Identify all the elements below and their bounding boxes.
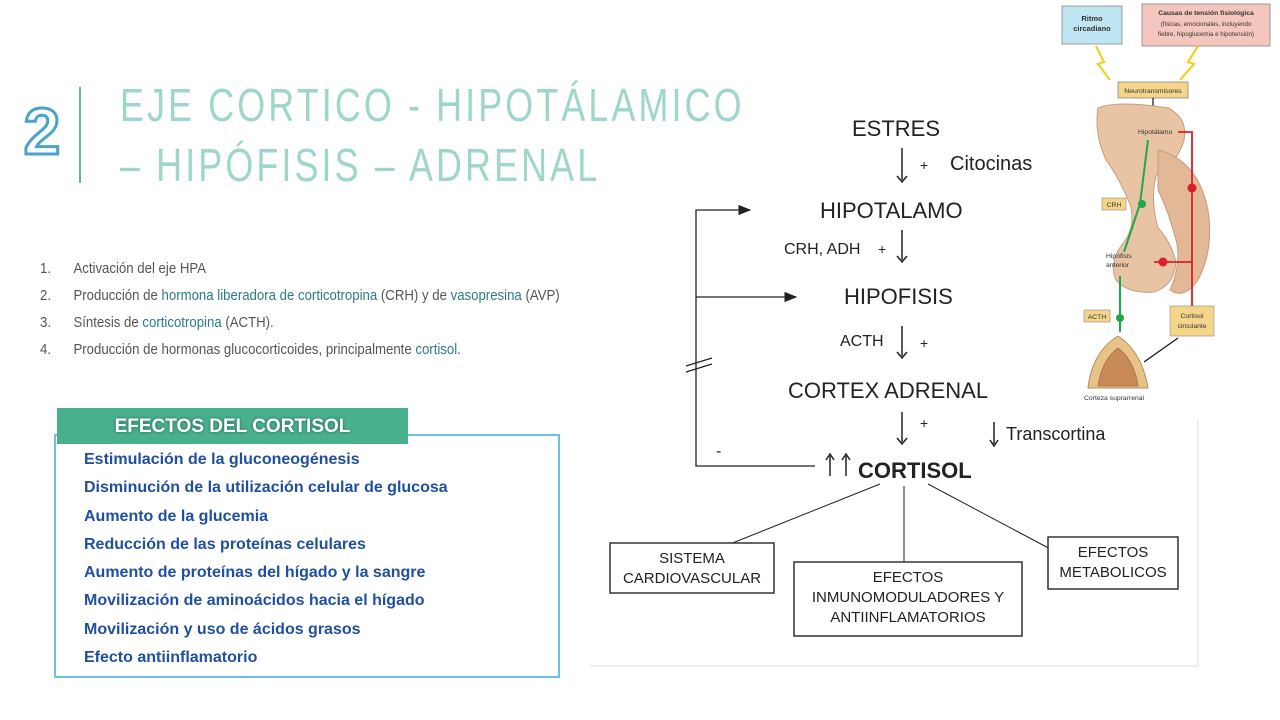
box-metabolicos-line-2: METABOLICOS — [1059, 564, 1166, 581]
node-hipofisis: HIPOFISIS — [844, 284, 953, 309]
box-cardiovascular-line-1: SISTEMA — [659, 550, 725, 567]
box-metabolicos — [1047, 536, 1179, 590]
effects-header: EFECTOS DEL CORTISOL — [57, 408, 408, 444]
label-acth: ACTH — [1088, 314, 1107, 321]
crh-label-box — [1101, 197, 1127, 211]
plus-sign: + — [920, 335, 928, 351]
arrowhead — [896, 351, 908, 360]
label-crh: CRH — [1107, 202, 1122, 209]
label-hipofisis-1: Hipófisis — [1106, 253, 1132, 260]
feedback-line-hipotalamo — [695, 204, 815, 467]
acth-label-box — [1083, 309, 1111, 323]
box-metabolicos-line-1: EFECTOS — [1078, 544, 1149, 561]
title-divider — [79, 87, 81, 183]
list-item: Efecto antiinflamatorio — [84, 649, 258, 667]
break-mark — [685, 357, 713, 367]
effects-list: Estimulación de la gluconeogénesis Dismi… — [84, 446, 448, 672]
branch-line — [927, 483, 1057, 553]
list-item: 4.Producción de hormonas glucocorticoide… — [40, 341, 461, 358]
steps-list: 1.Activación del eje HPA 2.Producción de… — [40, 255, 680, 363]
lightning-icon — [1095, 45, 1111, 81]
arrowhead — [989, 439, 999, 448]
label-citocinas: Citocinas — [950, 153, 1032, 175]
ritmo-circadiano-box — [1061, 5, 1123, 45]
label-cortisol-1: Cortisol — [1180, 313, 1204, 320]
plus-icon — [1116, 314, 1124, 322]
list-item: Reducción de las proteínas celulares — [84, 535, 366, 553]
box-cardiovascular-line-2: CARDIOVASCULAR — [623, 570, 761, 587]
lightning-icon — [1179, 45, 1199, 81]
list-item: 1.Activación del eje HPA — [40, 260, 207, 277]
hpa-anatomy-figure: Ritmo circadiano Causas de tensión fisio… — [1061, 3, 1271, 402]
node-estres: ESTRES — [852, 116, 940, 141]
highlight-avp: vasopresina — [450, 287, 522, 304]
ritmo-line-2: circadiano — [1073, 24, 1111, 33]
box-inmuno-line-3: ANTIINFLAMATORIOS — [830, 609, 985, 626]
highlight-acth: corticotropina — [142, 314, 222, 331]
posterior-pituitary-tissue — [1157, 149, 1211, 294]
list-item: 3.Síntesis de corticotropina (ACTH). — [40, 314, 274, 331]
box-inmunomoduladores — [793, 561, 1023, 637]
node-cortisol: CORTISOL — [858, 458, 972, 483]
label-crh-adh: CRH, ADH — [784, 241, 860, 258]
slide-title-line-2: – HIPÓFISIS – ADRENAL — [120, 139, 601, 191]
node-cortex-adrenal: CORTEX ADRENAL — [788, 378, 988, 403]
label-hipotalamo: Hipotálamo — [1138, 129, 1173, 136]
label-hipofisis-2: anterior — [1106, 262, 1130, 269]
up-arrow-head — [841, 452, 851, 461]
label-transcortina: Transcortina — [1006, 424, 1106, 444]
label-acth: ACTH — [840, 333, 884, 350]
box-inmuno-line-1: EFECTOS — [873, 569, 944, 586]
causas-line-1: (físicas, emocionales, incluyendo — [1161, 21, 1252, 28]
ritmo-line-1: Ritmo — [1081, 14, 1103, 23]
arrowhead — [896, 255, 908, 264]
up-arrow-head — [825, 452, 835, 461]
cortisol-arrow — [1143, 337, 1179, 363]
node-hipotalamo: HIPOTALAMO — [820, 198, 963, 223]
list-item: Movilización de aminoácidos hacia el híg… — [84, 592, 425, 610]
label-corteza: Corteza suprarrenal — [1084, 395, 1145, 402]
slide-number: 2 — [24, 96, 61, 166]
arrowhead — [896, 175, 908, 184]
branch-line — [719, 483, 881, 549]
arrowhead — [896, 437, 908, 446]
minus-icon — [1187, 183, 1197, 193]
causas-title: Causas de tensión fisiológica — [1158, 10, 1254, 17]
causas-tension-box — [1141, 3, 1271, 47]
slide-title-line-1: EJE CORTICO - HIPOTÁLAMICO — [120, 79, 745, 131]
causas-line-2: fiebre, hipoglucemia e hipotensión) — [1158, 31, 1254, 38]
label-cortisol-2: circulante — [1177, 323, 1206, 330]
plus-sign: + — [920, 415, 928, 431]
minus-icon — [1158, 257, 1168, 267]
break-mark — [685, 363, 713, 373]
list-item: 2.Producción de hormona liberadora de co… — [40, 287, 560, 304]
minus-sign: - — [716, 443, 721, 460]
list-item: Disminución de la utilización celular de… — [84, 479, 448, 497]
highlight-cortisol: cortisol — [415, 341, 458, 358]
box-inmuno-line-2: INMUNOMODULADORES Y — [812, 589, 1004, 606]
list-item: Movilización y uso de ácidos grasos — [84, 620, 361, 638]
hpa-flowchart: ESTRES + Citocinas HIPOTALAMO CRH, ADH +… — [590, 116, 1199, 667]
slide-number-graphic: 2 — [22, 96, 62, 166]
list-item: Estimulación de la gluconeogénesis — [84, 451, 360, 468]
red-feedback-hypothalamus — [1178, 131, 1193, 262]
adrenal-cortex-inner — [1097, 347, 1139, 387]
cortisol-circulante-box — [1169, 305, 1215, 337]
plus-sign: + — [878, 241, 886, 257]
list-item: Aumento de la glucemia — [84, 507, 269, 525]
highlight-crh: hormona liberadora de corticotropina — [161, 287, 378, 304]
neurotransmisores-text: Neurotransmisores — [1124, 88, 1182, 95]
plus-icon — [1138, 200, 1146, 208]
box-cardiovascular — [609, 542, 775, 594]
list-item: Aumento de proteínas del hígado y la san… — [84, 564, 426, 582]
plus-sign: + — [920, 157, 928, 173]
